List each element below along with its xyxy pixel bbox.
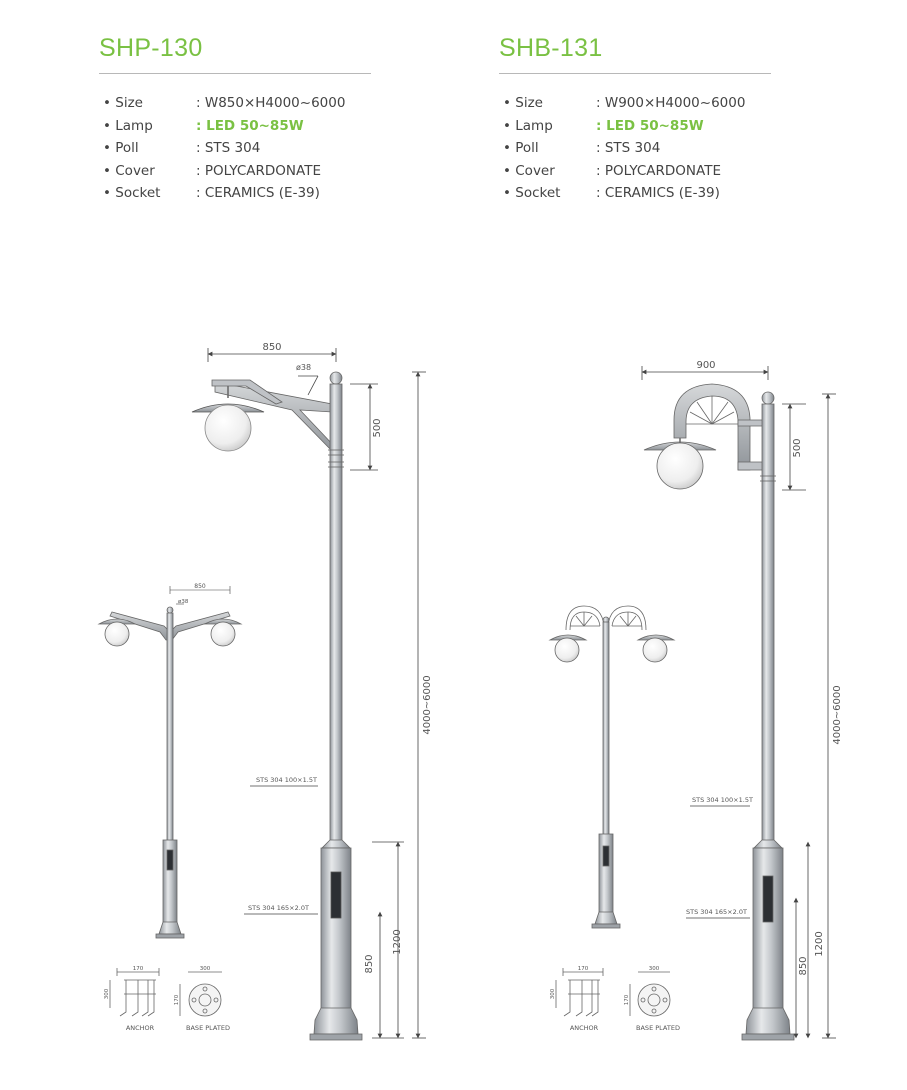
note-lower-pole: STS 304 165×2.0T (686, 908, 747, 916)
spec-key: • Lamp (103, 117, 153, 134)
anchor-label: ANCHOR (126, 1024, 155, 1032)
shp-130-twin-dimensions (169, 586, 231, 605)
dim-head: 500 (792, 438, 803, 457)
spec-value: : W900×H4000~6000 (596, 95, 746, 111)
spec-value: : CERAMICS (E-39) (196, 185, 320, 202)
spec-value: : LED 50~85W (596, 117, 704, 134)
dim-anchor-height: 300 (550, 988, 556, 999)
dim-anchor-height: 300 (104, 988, 110, 999)
spec-value: : POLYCARDONATE (196, 162, 321, 179)
shb-131-twin-lamp (548, 605, 676, 929)
dim-total-height: 4000~6000 (422, 675, 433, 734)
spec-value: : POLYCARDONATE (596, 162, 721, 179)
shp-130-twin-lamp (97, 606, 243, 939)
dim-head: 500 (372, 418, 383, 437)
spec-poll: • Poll : STS 304 (103, 138, 403, 161)
dim-base: 850 (798, 956, 809, 975)
title-divider (99, 73, 371, 74)
spec-size: • Size : W850×H4000~6000 (103, 93, 403, 116)
dim-plate-height: 170 (174, 994, 180, 1005)
shp-130-base-plate (179, 971, 222, 1017)
spec-cover: • Cover : POLYCARDONATE (103, 161, 403, 184)
spec-list: • Size : W850×H4000~6000 • Lamp : LED 50… (103, 93, 403, 206)
shb-131-dimensions (641, 366, 836, 1039)
dim-arm: ø38 (296, 363, 311, 372)
dim-width: 850 (262, 342, 281, 353)
dim-lower-height: 1200 (814, 931, 825, 956)
spec-key: • Poll (103, 140, 139, 157)
note-upper-pole: STS 304 100×1.5T (256, 776, 317, 784)
shb-131-main-lamp (643, 383, 795, 1041)
spec-cover: • Cover : POLYCARDONATE (503, 161, 803, 184)
spec-socket: • Socket : CERAMICS (E-39) (103, 183, 403, 206)
shb-131-base-plate (629, 971, 671, 1017)
spec-key: • Socket (103, 185, 161, 202)
spec-key: • Size (103, 95, 143, 111)
note-lower-pole: STS 304 165×2.0T (248, 904, 309, 912)
dim-twin-width: 850 (194, 583, 206, 590)
spec-lamp: • Lamp : LED 50~85W (103, 116, 403, 139)
dim-anchor-width: 170 (578, 966, 589, 972)
title-divider (499, 73, 771, 74)
spec-key: • Size (503, 95, 543, 111)
spec-value: : CERAMICS (E-39) (596, 185, 720, 202)
spec-key: • Cover (103, 162, 155, 179)
plate-label: BASE PLATED (186, 1024, 230, 1032)
spec-value: : LED 50~85W (196, 117, 304, 134)
product-title: SHB-131 (499, 34, 603, 62)
dim-anchor-width: 170 (133, 966, 144, 972)
dim-lower-height: 1200 (392, 929, 403, 954)
note-upper-pole: STS 304 100×1.5T (692, 796, 753, 804)
dim-twin-arm: ø38 (178, 599, 189, 605)
shp-130-dimension-labels: 850 ø38 500 4000~6000 STS 304 100×1.5T S… (248, 342, 433, 974)
spec-value: : STS 304 (196, 140, 261, 157)
product-title: SHP-130 (99, 34, 203, 62)
spec-value: : W850×H4000~6000 (196, 95, 346, 111)
spec-key: • Lamp (503, 117, 553, 134)
spec-key: • Poll (503, 140, 539, 157)
dim-plate-height: 170 (624, 994, 630, 1005)
dim-base: 850 (364, 954, 375, 973)
dim-plate-width: 300 (649, 966, 660, 972)
shp-130-anchor (109, 968, 160, 1017)
spec-key: • Socket (503, 185, 561, 202)
spec-list: • Size : W900×H4000~6000 • Lamp : LED 50… (503, 93, 803, 206)
shb-131-anchor (555, 968, 604, 1017)
shb-131-dimension-labels: 900 500 4000~6000 STS 304 100×1.5T STS 3… (686, 360, 843, 976)
shp-130-main-lamp (191, 371, 363, 1041)
spec-size: • Size : W900×H4000~6000 (503, 93, 803, 116)
spec-socket: • Socket : CERAMICS (E-39) (503, 183, 803, 206)
spec-poll: • Poll : STS 304 (503, 138, 803, 161)
spec-lamp: • Lamp : LED 50~85W (503, 116, 803, 139)
dim-width: 900 (696, 360, 715, 371)
shp-130-dimensions (207, 348, 426, 1039)
plate-label: BASE PLATED (636, 1024, 680, 1032)
spec-key: • Cover (503, 162, 555, 179)
dim-total-height: 4000~6000 (832, 685, 843, 744)
spec-value: : STS 304 (596, 140, 661, 157)
dim-plate-width: 300 (200, 966, 211, 972)
anchor-label: ANCHOR (570, 1024, 599, 1032)
